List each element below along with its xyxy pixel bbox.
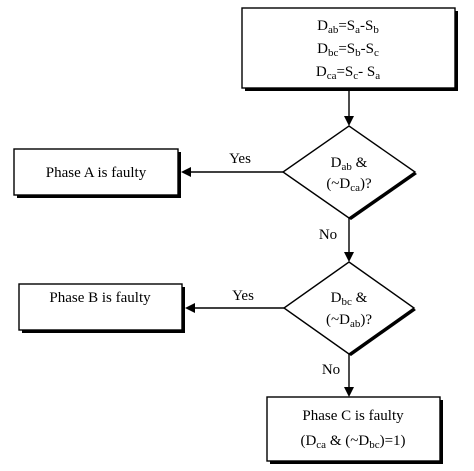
equation-dbc: Dbc=Sb-Sc	[317, 41, 379, 59]
decision1-diamond: Dab & (~Dca)?	[281, 125, 417, 220]
connector-no2	[344, 354, 354, 397]
decision1-line2: (~Dca)?	[326, 176, 372, 194]
label-no2: No	[322, 362, 340, 378]
arrowhead	[344, 387, 354, 397]
start-box: Dab=Sa-Sb Dbc=Sb-Sc Dca=Sc- Sa	[241, 7, 458, 91]
phase-c-line2: (Dca & (~Dbc)=1)	[300, 433, 405, 451]
label-yes1: Yes	[229, 151, 251, 167]
phase-a-box: Phase A is faulty	[13, 148, 181, 198]
phase-c-line1: Phase C is faulty	[302, 408, 404, 424]
phase-b-text: Phase B is faulty	[49, 290, 151, 306]
connector-yes2	[185, 303, 284, 313]
arrowhead	[185, 303, 195, 313]
label-no1: No	[319, 227, 337, 243]
arrowhead	[344, 116, 354, 126]
phase-a-text: Phase A is faulty	[46, 165, 147, 181]
decision2-line1: Dbc &	[331, 290, 368, 308]
connector-no1	[344, 218, 354, 262]
connector-start-to-decision1	[344, 88, 354, 126]
label-yes2: Yes	[232, 288, 254, 304]
decision2-diamond: Dbc & (~Dab)?	[282, 261, 416, 356]
arrowhead	[181, 167, 191, 177]
decision2-line2: (~Dab)?	[326, 312, 372, 330]
equation-dab: Dab=Sa-Sb	[317, 18, 379, 36]
phase-c-box: Phase C is faulty (Dca & (~Dbc)=1)	[266, 396, 443, 464]
phase-b-box: Phase B is faulty	[18, 283, 185, 333]
arrowhead	[344, 252, 354, 262]
decision1-line1: Dab &	[331, 155, 368, 173]
equation-dca: Dca=Sc- Sa	[316, 64, 380, 82]
connector-yes1	[181, 167, 283, 177]
